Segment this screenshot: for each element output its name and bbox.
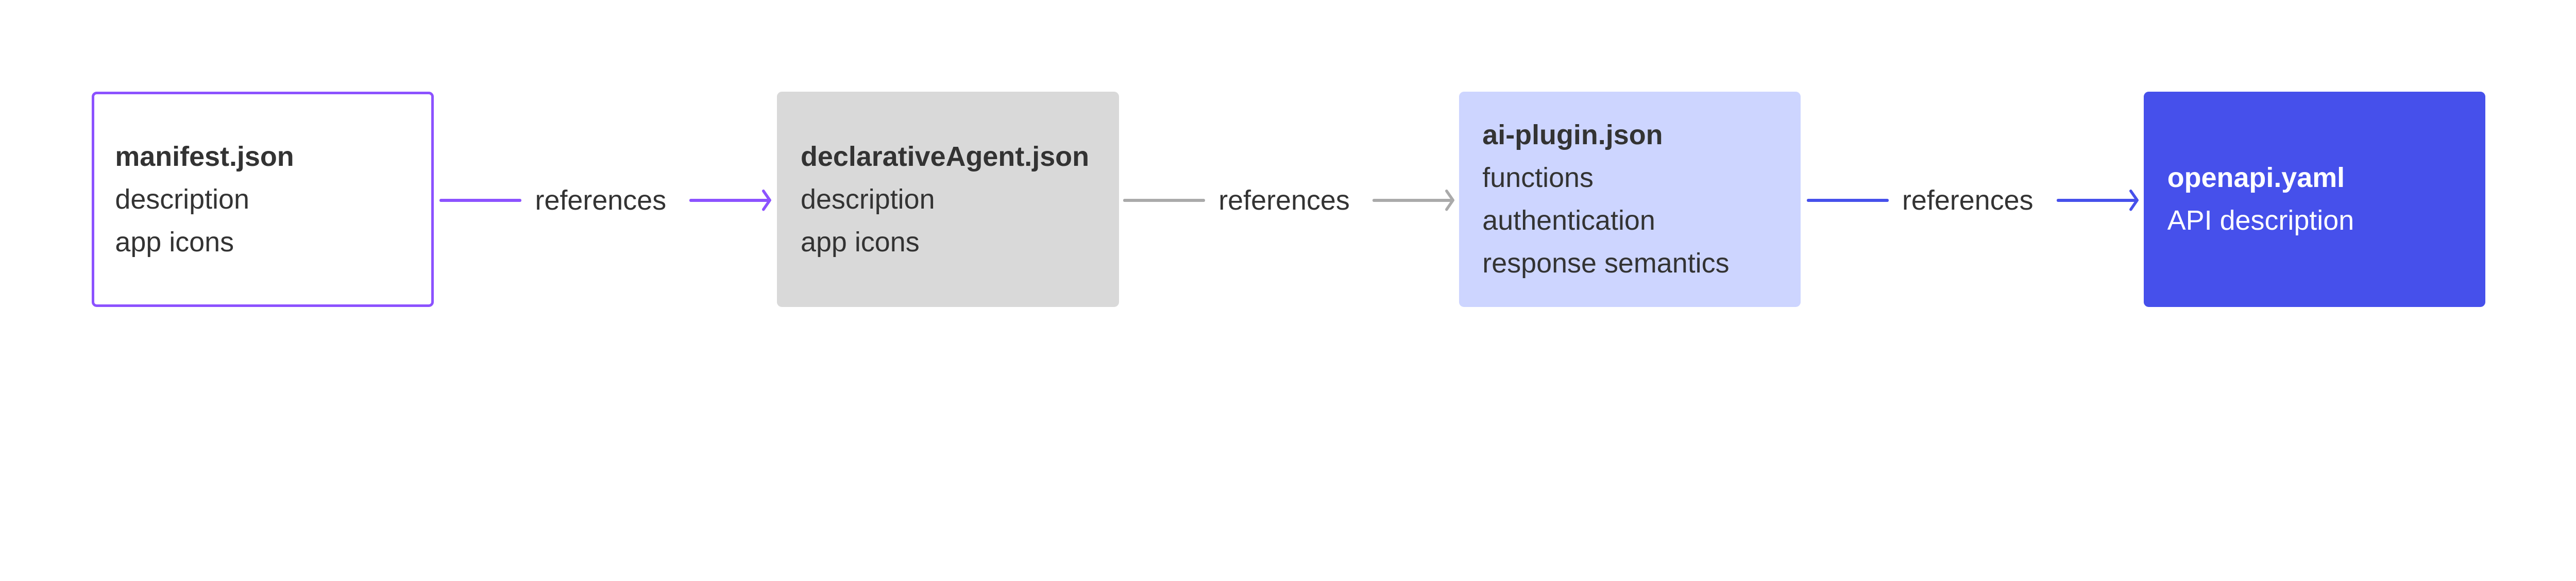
node-manifest-json: manifest.json description app icons: [92, 92, 434, 307]
edge-line: [1806, 199, 1889, 202]
node-title: openapi.yaml: [2167, 162, 2345, 194]
node-declarative-agent-json: declarativeAgent.json description app ic…: [777, 92, 1119, 307]
node-openapi-yaml: openapi.yaml API description: [2144, 92, 2486, 307]
edge-declarative-agent-to-ai-plugin: references: [1123, 179, 1459, 222]
edge-line: [439, 199, 522, 202]
arrowhead-icon: [1445, 190, 1454, 211]
edge-manifest-to-declarative-agent: references: [439, 179, 777, 222]
node-line: API description: [2167, 205, 2354, 236]
node-line: app icons: [800, 226, 920, 258]
arrowhead-icon: [2129, 190, 2139, 211]
node-line: description: [800, 183, 935, 215]
edge-label: references: [1902, 184, 2033, 216]
edge-line: [689, 199, 769, 202]
node-line: authentication: [1482, 205, 1655, 236]
node-title: declarativeAgent.json: [800, 141, 1090, 172]
node-line: description: [115, 183, 249, 215]
node-line: app icons: [115, 226, 234, 258]
node-line: functions: [1482, 162, 1594, 194]
node-ai-plugin-json: ai-plugin.json functions authentication …: [1459, 92, 1801, 307]
edge-line: [1123, 199, 1205, 202]
node-line: response semantics: [1482, 248, 1730, 279]
edge-ai-plugin-to-openapi: references: [1806, 179, 2144, 222]
node-title: manifest.json: [115, 141, 294, 172]
node-title: ai-plugin.json: [1482, 119, 1663, 151]
arrowhead-icon: [762, 190, 772, 211]
edge-line: [2056, 199, 2136, 202]
edge-label: references: [535, 184, 667, 216]
edge-label: references: [1218, 184, 1350, 216]
edge-line: [1372, 199, 1452, 202]
